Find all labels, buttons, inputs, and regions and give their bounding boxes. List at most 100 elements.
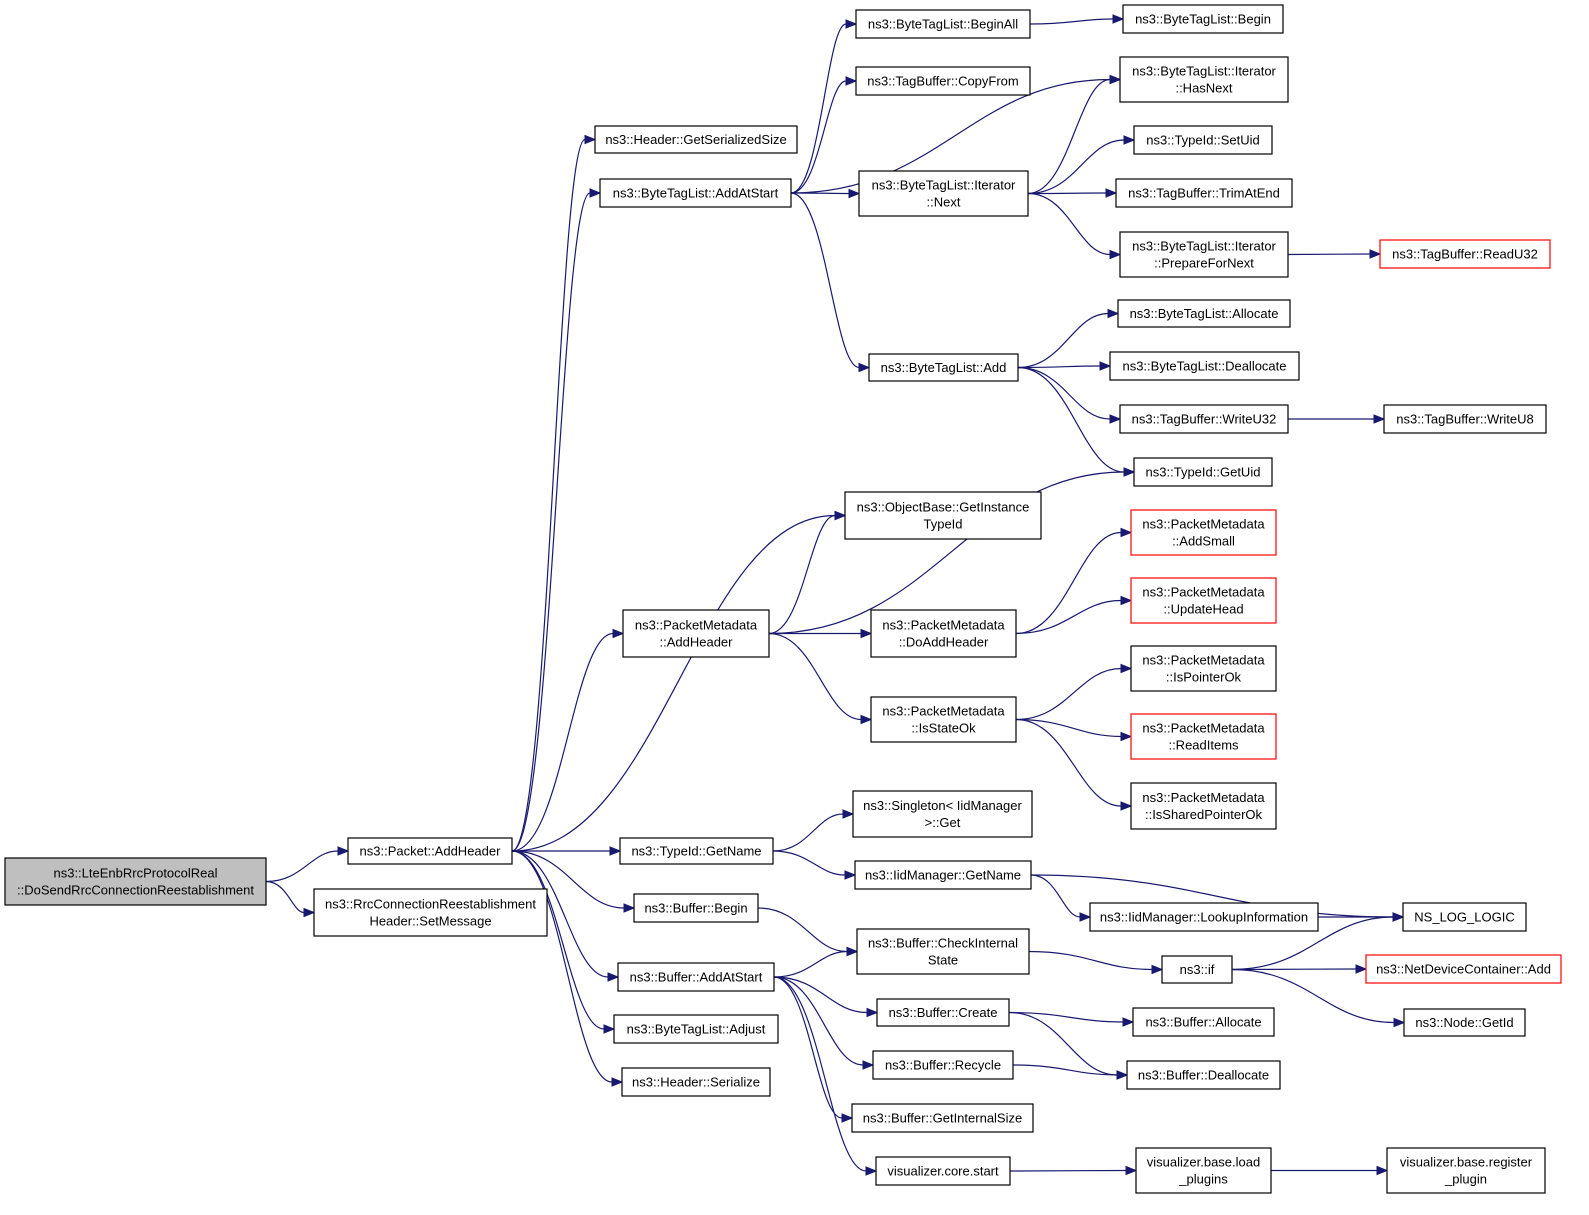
edge-arrowhead [589, 188, 602, 198]
node-bufGetInternalSize[interactable]: ns3::Buffer::GetInternalSize [851, 1103, 1034, 1133]
node-btlAdd[interactable]: ns3::ByteTagList::Add [868, 353, 1019, 382]
edge-line [1009, 1169, 1127, 1172]
edge-line [1029, 18, 1114, 25]
edge-arrowhead [1120, 801, 1133, 811]
node-tidGetUid[interactable]: ns3::TypeId::GetUid [1133, 457, 1273, 487]
node-btlBeginAll[interactable]: ns3::ByteTagList::BeginAll [855, 9, 1031, 39]
edge-ns3if-to-nsLogLogic [1231, 912, 1405, 971]
node-root[interactable]: ns3::LteEnbRrcProtocolReal::DoSendRrcCon… [4, 857, 267, 906]
node-pmUpdateHead[interactable]: ns3::PacketMetadata::UpdateHead [1130, 577, 1277, 624]
node-label: ns3::Buffer::GetInternalSize [863, 1111, 1022, 1126]
edge-arrowhead [1369, 249, 1382, 259]
node-pmIsSharedPointerOk[interactable]: ns3::PacketMetadata::IsSharedPointerOk [1130, 782, 1277, 830]
node-box [876, 998, 1010, 1027]
node-ndcAdd[interactable]: ns3::NetDeviceContainer::Add [1365, 954, 1562, 984]
node-vizLoadPlugins[interactable]: visualizer.base.load_plugins [1135, 1147, 1272, 1194]
node-headerSerialize[interactable]: ns3::Header::Serialize [621, 1067, 771, 1097]
node-label: ::AddHeader [660, 635, 734, 650]
node-pmDoAddHeader[interactable]: ns3::PacketMetadata::DoAddHeader [870, 609, 1017, 658]
edge-bufAddAtStart-to-bufGetInternalSize [773, 976, 854, 1123]
node-tidSetUid[interactable]: ns3::TypeId::SetUid [1133, 125, 1273, 155]
edge-itNext-to-itPrepareForNext [1027, 192, 1122, 260]
node-vizRegisterPlugin[interactable]: visualizer.base.register_plugin [1386, 1147, 1546, 1194]
node-label: ns3::ByteTagList::AddAtStart [613, 186, 779, 201]
node-addHeader[interactable]: ns3::Packet::AddHeader [347, 837, 513, 865]
edge-arrowhead [303, 907, 316, 918]
node-box [1365, 954, 1562, 984]
edges-layer [265, 14, 1406, 1176]
node-vizCoreStart[interactable]: visualizer.core.start [875, 1156, 1011, 1186]
edge-bufCreate-to-bufAllocate [1008, 1011, 1135, 1027]
node-btlBegin[interactable]: ns3::ByteTagList::Begin [1122, 4, 1284, 34]
node-setMessage[interactable]: ns3::RrcConnectionReestablishmentHeader:… [313, 888, 548, 937]
node-itNext[interactable]: ns3::ByteTagList::Iterator::Next [858, 170, 1029, 217]
node-nsLogLogic[interactable]: NS_LOG_LOGIC [1402, 902, 1527, 932]
node-tbWriteU32[interactable]: ns3::TagBuffer::WriteU32 [1119, 404, 1289, 434]
node-label: ::Next [927, 195, 961, 210]
node-box [1109, 351, 1300, 381]
node-pmIsPointerOk[interactable]: ns3::PacketMetadata::IsPointerOk [1130, 645, 1277, 692]
node-bufAllocate[interactable]: ns3::Buffer::Allocate [1132, 1007, 1275, 1037]
node-btlAddAtStart[interactable]: ns3::ByteTagList::AddAtStart [599, 178, 792, 208]
node-box [855, 9, 1031, 39]
edge-btlAddAtStart-to-btlAdd [790, 192, 871, 373]
node-bufAddAtStart[interactable]: ns3::Buffer::AddAtStart [617, 962, 775, 992]
node-iidLookup[interactable]: ns3::IidManager::LookupInformation [1089, 902, 1319, 932]
node-box [633, 893, 759, 923]
node-tbTrimAtEnd[interactable]: ns3::TagBuffer::TrimAtEnd [1115, 178, 1293, 208]
node-box [1119, 56, 1289, 103]
node-itPrepareForNext[interactable]: ns3::ByteTagList::Iterator::PrepareForNe… [1119, 231, 1289, 278]
edge-line [265, 880, 305, 914]
node-label: ns3::PacketMetadata [1142, 517, 1265, 532]
node-label: TypeId [923, 517, 962, 532]
node-pmAddHeader[interactable]: ns3::PacketMetadata::AddHeader [622, 609, 770, 658]
node-pmIsStateOk[interactable]: ns3::PacketMetadata::IsStateOk [870, 696, 1017, 743]
node-pmAddSmall[interactable]: ns3::PacketMetadata::AddSmall [1130, 509, 1277, 556]
edge-btlAdd-to-btlAllocate [1017, 308, 1120, 369]
edge-arrowhead [1109, 74, 1122, 85]
edge-line [1012, 1064, 1118, 1076]
node-btlDeallocate[interactable]: ns3::ByteTagList::Deallocate [1109, 351, 1300, 381]
node-box [868, 353, 1019, 382]
edge-arrowhead [1123, 467, 1136, 477]
node-nodeGetId[interactable]: ns3::Node::GetId [1403, 1008, 1526, 1037]
node-btlAllocate[interactable]: ns3::ByteTagList::Allocate [1117, 299, 1291, 328]
edge-arrowhead [1393, 1017, 1406, 1028]
node-pmReadItems[interactable]: ns3::PacketMetadata::ReadItems [1130, 713, 1277, 760]
node-getSerializedSize[interactable]: ns3::Header::GetSerializedSize [594, 125, 798, 154]
node-tbWriteU8[interactable]: ns3::TagBuffer::WriteU8 [1383, 404, 1547, 434]
node-tbReadU32[interactable]: ns3::TagBuffer::ReadU32 [1379, 239, 1551, 269]
edge-arrowhead [1099, 361, 1112, 371]
node-box [1119, 404, 1289, 434]
node-label: ns3::Header::GetSerializedSize [605, 132, 786, 147]
node-box [851, 1103, 1034, 1133]
node-iidGetName[interactable]: ns3::IidManager::GetName [854, 860, 1032, 890]
node-bufDeallocate[interactable]: ns3::Buffer::Deallocate [1126, 1060, 1281, 1090]
node-btlAdjust[interactable]: ns3::ByteTagList::Adjust [613, 1014, 779, 1044]
node-ns3if[interactable]: ns3::if [1161, 955, 1233, 984]
edge-arrowhead [862, 1060, 875, 1070]
node-bufRecycle[interactable]: ns3::Buffer::Recycle [872, 1050, 1014, 1080]
node-box [1119, 231, 1289, 278]
node-itHasNext[interactable]: ns3::ByteTagList::Iterator::HasNext [1119, 56, 1289, 103]
node-tbCopyFrom[interactable]: ns3::TagBuffer::CopyFrom [855, 66, 1031, 96]
edge-arrowhead [1116, 1070, 1129, 1080]
edge-btlAddAtStart-to-tbCopyFrom [790, 76, 858, 194]
edge-arrowhead [841, 1113, 854, 1123]
edge-line [1015, 667, 1122, 721]
edge-line [511, 850, 609, 978]
edge-addHeader-to-pmAddHeader [511, 628, 625, 852]
node-singletonGet[interactable]: ns3::Singleton< IidManager >::Get [852, 790, 1033, 838]
node-box [855, 66, 1031, 96]
node-tidGetName[interactable]: ns3::TypeId::GetName [619, 837, 774, 865]
node-label: ns3::Header::Serialize [632, 1075, 760, 1090]
edge-arrowhead [842, 809, 855, 819]
edge-line [1231, 968, 1395, 1024]
node-bufBegin[interactable]: ns3::Buffer::Begin [633, 893, 759, 923]
edge-arrowhead [623, 903, 636, 913]
edge-arrowhead [845, 19, 858, 29]
edge-pmDoAddHeader-to-pmAddSmall [1015, 527, 1133, 635]
node-bufCreate[interactable]: ns3::Buffer::Create [876, 998, 1010, 1027]
